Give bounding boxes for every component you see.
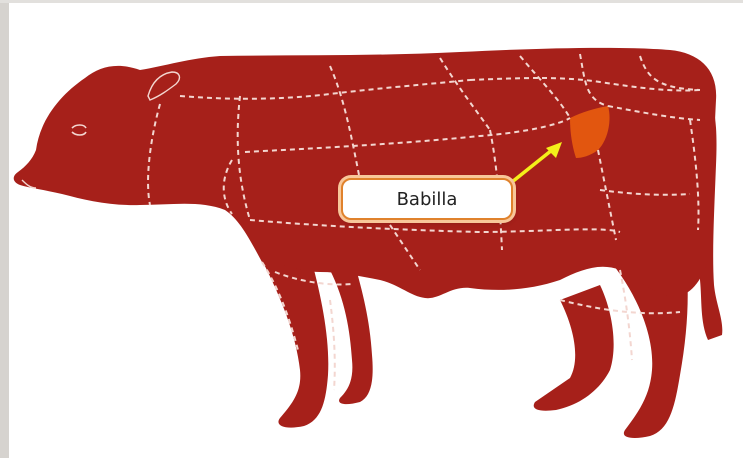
callout-label-text: Babilla (397, 189, 458, 210)
cow-front-leg-right (330, 265, 373, 404)
callout-label-box: Babilla (341, 178, 513, 220)
cow-back-leg-left (534, 285, 614, 411)
cow-front-leg-left (262, 260, 328, 428)
cow-body (14, 48, 716, 298)
